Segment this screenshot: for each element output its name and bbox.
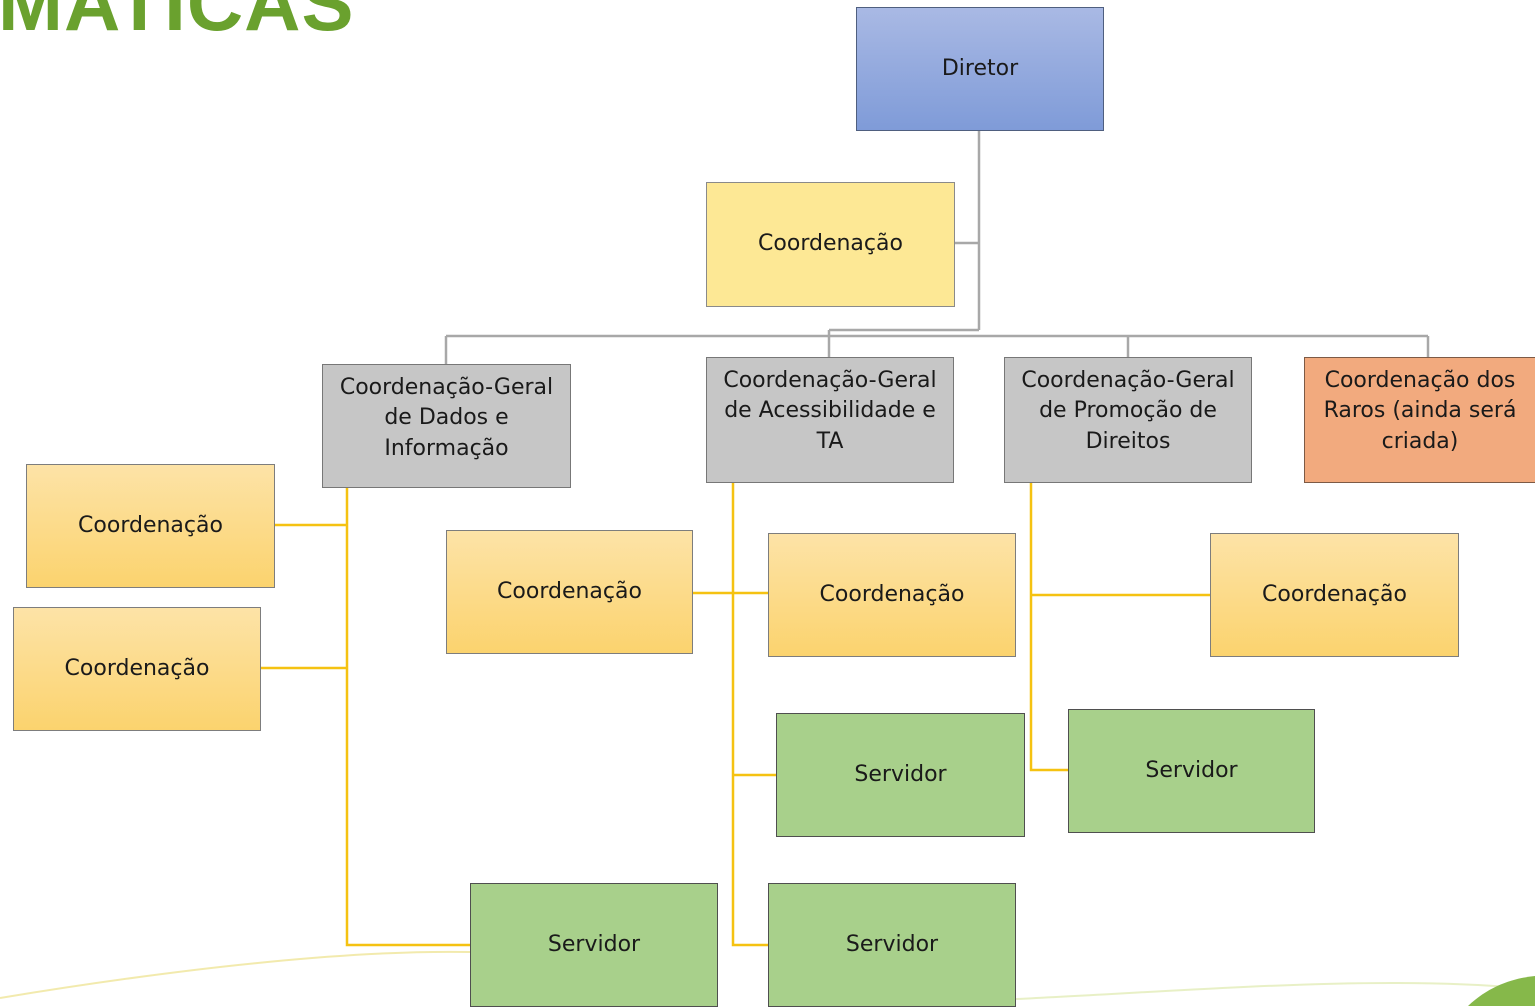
branch-3-servidor-node: Servidor xyxy=(1068,709,1315,833)
branch-2-coordenacao-left-node: Coordenação xyxy=(446,530,693,654)
branch-2-trunk xyxy=(731,482,768,947)
branch-2-servidor-a-node: Servidor xyxy=(776,713,1025,837)
branch-1-trunk xyxy=(345,487,470,947)
director-node: Diretor xyxy=(856,7,1104,131)
branch-3-trunk xyxy=(1029,482,1068,772)
branch-1-servidor-node: Servidor xyxy=(470,883,718,1007)
branch-1-coordenacao-b-node: Coordenação xyxy=(13,607,261,731)
branch-2-coordenacao-right-node: Coordenação xyxy=(768,533,1016,657)
general-coordination-dados-node: Coordenação-Geral de Dados e Informação xyxy=(322,364,571,488)
branch-3-coordenacao-node: Coordenação xyxy=(1210,533,1459,657)
page-heading: MATICAS xyxy=(0,0,355,47)
general-coordination-promocao-node: Coordenação-Geral de Promoção de Direito… xyxy=(1004,357,1252,483)
general-coordination-acessibilidade-node: Coordenação-Geral de Acessibilidade e TA xyxy=(706,357,954,483)
branch-2-servidor-b-node: Servidor xyxy=(768,883,1016,1007)
branch-1-coordenacao-a-node: Coordenação xyxy=(26,464,275,588)
coordenacao-raros-node: Coordenação dos Raros (ainda será criada… xyxy=(1304,357,1535,483)
staff-coordenacao-node: Coordenação xyxy=(706,182,955,307)
